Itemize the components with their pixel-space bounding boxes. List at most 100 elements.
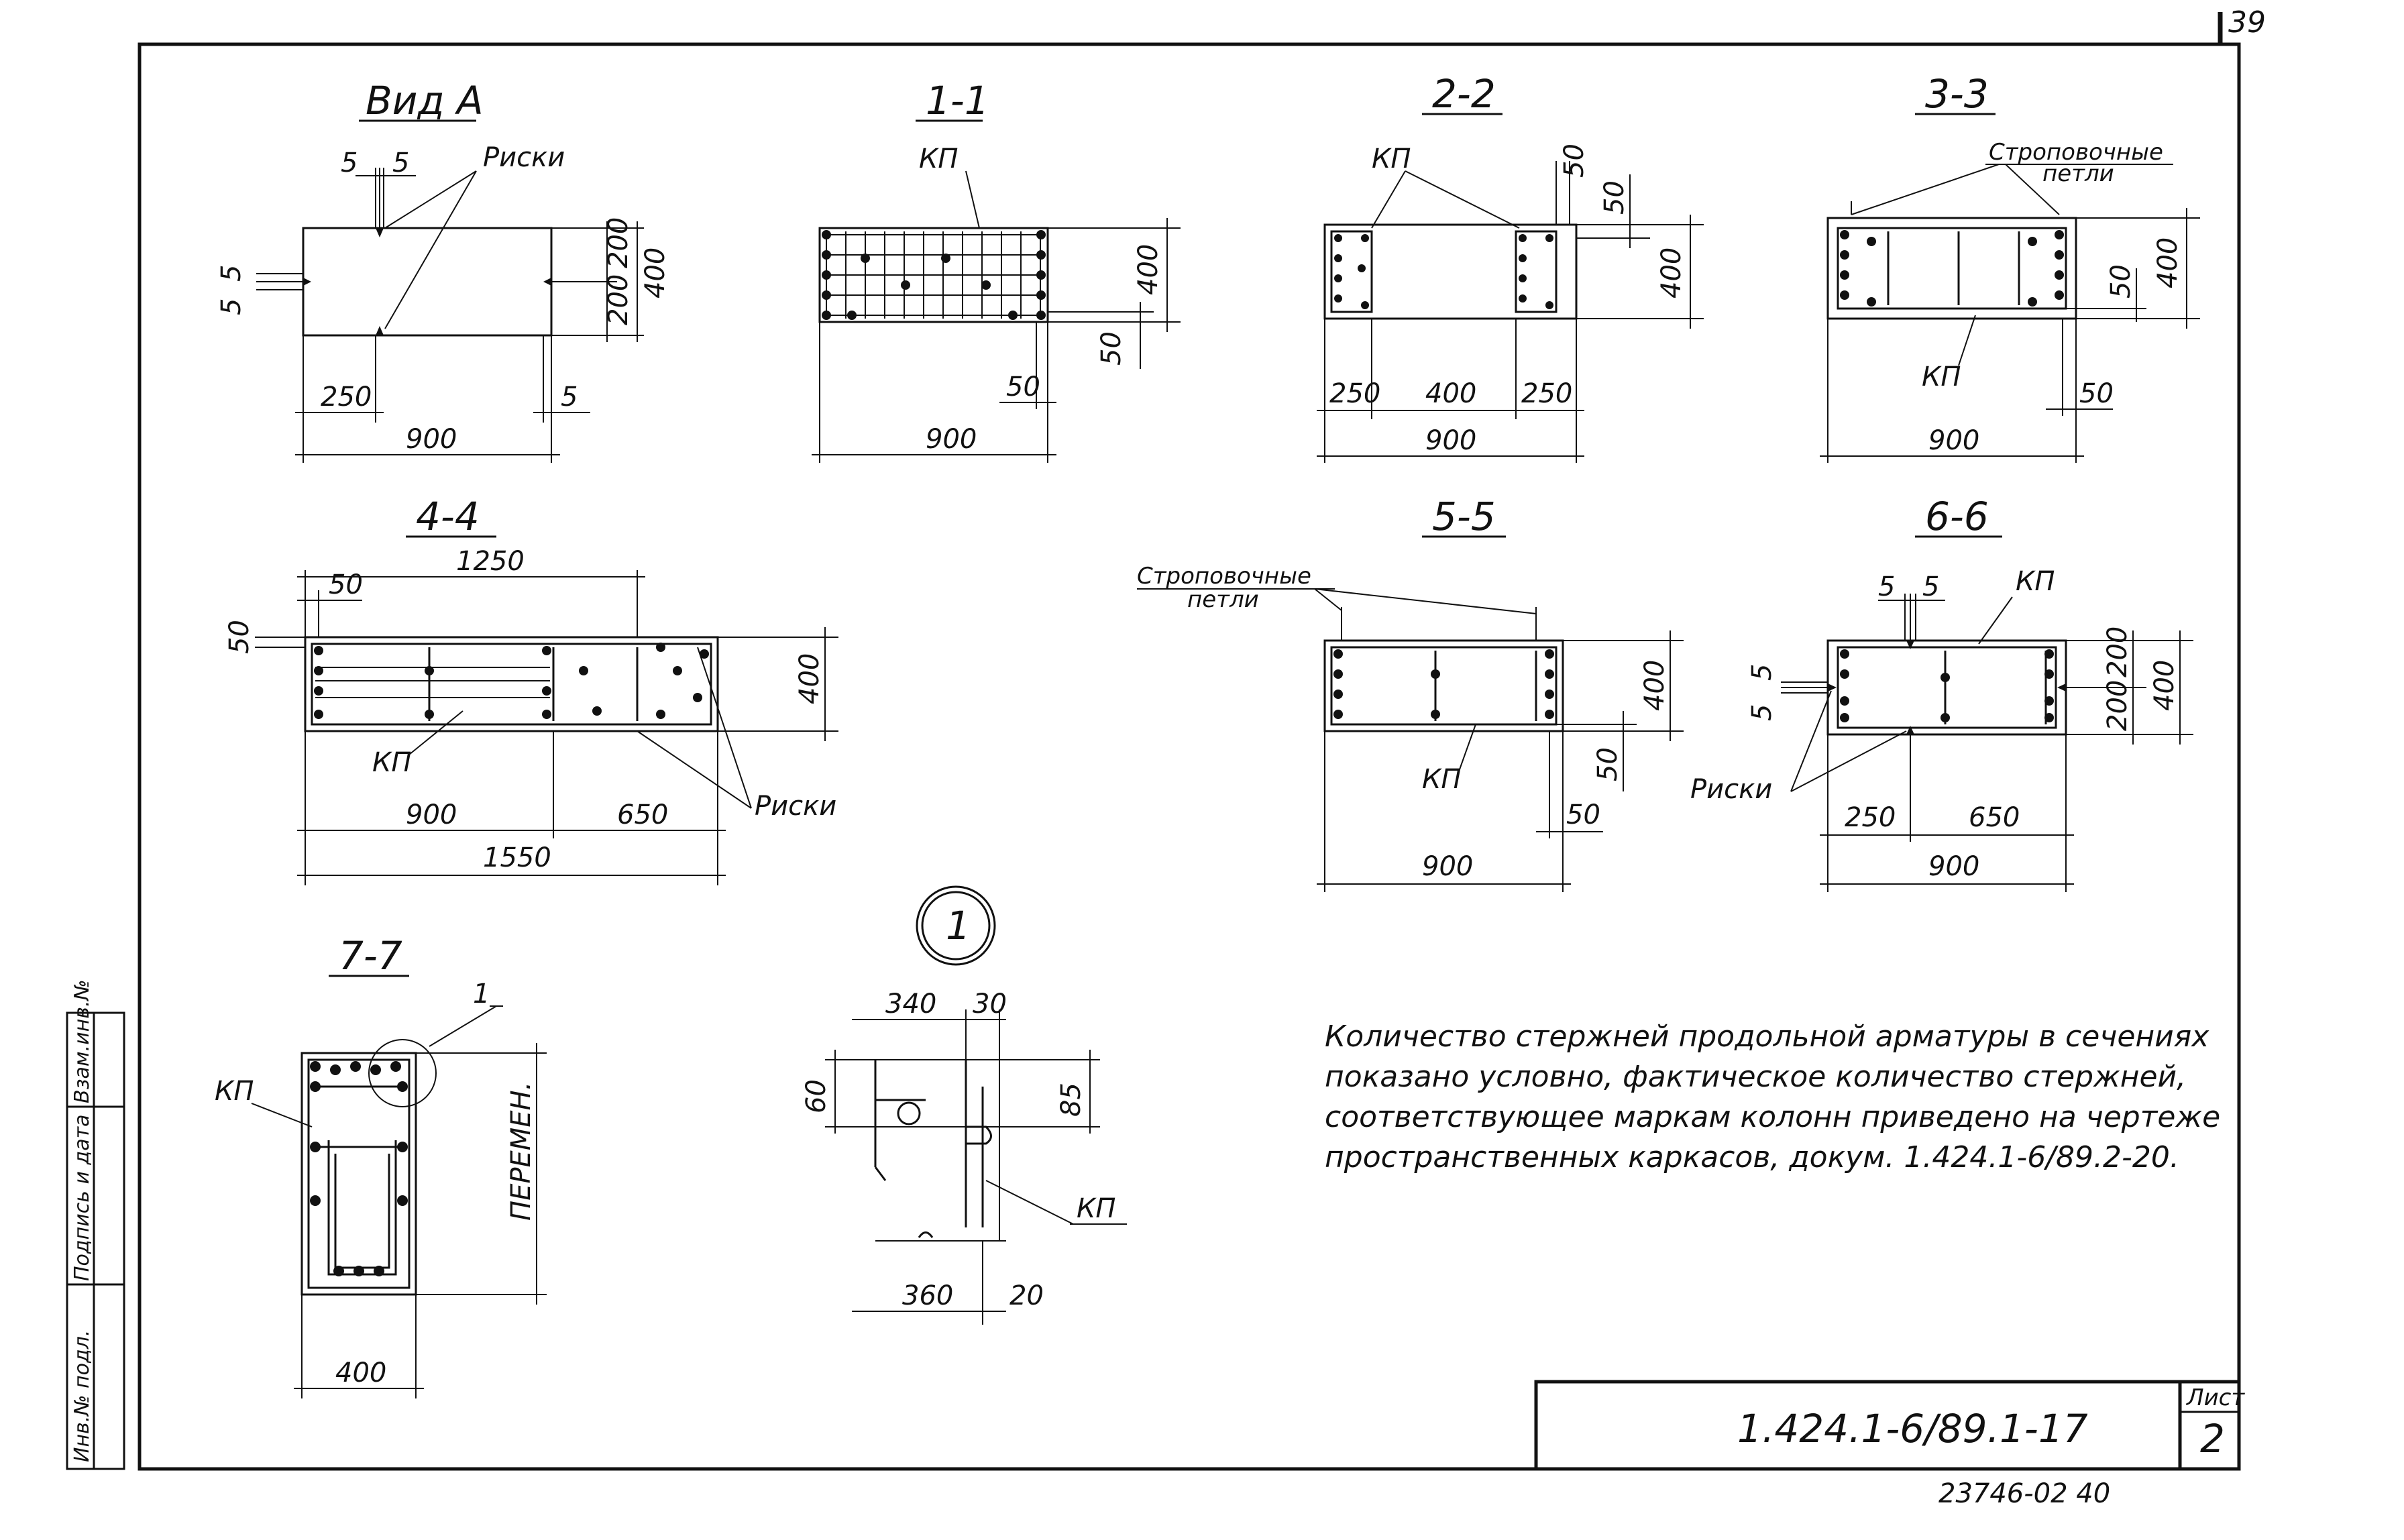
section-5-5-kp-label: КП [1422, 764, 1461, 795]
rebar-dot [425, 666, 434, 675]
rebar-dot [310, 1142, 321, 1152]
side-stamp: Взам.инв.№ Подпись и дата Инв.№ подл. [66, 979, 125, 1470]
rebar-dot [822, 311, 831, 320]
view-a-dim-200a: 200 [603, 217, 634, 268]
rebar-dot [310, 1061, 321, 1072]
rebar-dot [1333, 649, 1343, 659]
section-3-3: 3-3 Строповочные петли КП 400 50 50 900 [1820, 71, 2200, 463]
detail-1: 1 340 30 60 85 КП 360 20 [801, 885, 1127, 1325]
rebar-dot [1333, 710, 1343, 719]
title-block: 1.424.1-6/89.1-17 Лист 2 23746-02 40 [1534, 1380, 2245, 1509]
section-3-3-dim-900: 900 [1928, 425, 1979, 456]
rebar-dot [1334, 294, 1342, 302]
rebar-dot [2028, 237, 2037, 246]
rebar-dot [2055, 230, 2064, 239]
rebar-dot [1867, 297, 1876, 307]
rebar-dot [330, 1064, 341, 1075]
section-3-3-title: 3-3 [1925, 71, 1989, 117]
section-2-2-dim-50b: 50 [1599, 180, 1630, 215]
section-1-1-dim-900: 900 [926, 424, 977, 455]
rebar-dot [861, 254, 870, 263]
rebar-dot [350, 1061, 361, 1072]
rebar-dot [822, 250, 831, 260]
section-6-6-dim-5d: 5 [1747, 704, 1778, 721]
view-a-dim-400: 400 [640, 248, 671, 298]
rebar-dot [1545, 301, 1553, 309]
section-6-6-dim-200b: 200 [2102, 680, 2133, 731]
rebar-dot [397, 1081, 408, 1092]
rebar-dot [1840, 669, 1849, 679]
rebar-dot [579, 666, 588, 675]
rebar-dot [2044, 713, 2054, 722]
section-5-5-title: 5-5 [1432, 494, 1496, 539]
rebar-dot [693, 693, 702, 702]
detail-1-dim-85: 85 [1056, 1083, 1087, 1117]
detail-1-title: 1 [946, 903, 971, 948]
section-6-6-dim-5a: 5 [1878, 571, 1895, 602]
rebar-dot [901, 280, 910, 290]
section-4-4-dim-650: 650 [617, 800, 668, 830]
rebar-dot [2055, 290, 2064, 300]
section-3-3-dim-50a: 50 [2106, 264, 2136, 298]
section-2-2-kp-label: КП [1372, 144, 1411, 174]
rebar-dot [2055, 250, 2064, 260]
note-line-3: соответствующее маркам колонн приведено … [1325, 1100, 2220, 1134]
general-note: Количество стержней продольной арматуры … [1325, 1020, 2220, 1174]
rebar-dot [310, 1081, 321, 1092]
rebar-dot [2055, 270, 2064, 280]
section-2-2-dim-250a: 250 [1329, 378, 1380, 409]
note-line-1: Количество стержней продольной арматуры … [1325, 1020, 2209, 1054]
section-2-2-dim-50a: 50 [1559, 144, 1590, 178]
section-1-1-dim-400: 400 [1133, 244, 1164, 295]
detail-1-dim-60: 60 [801, 1079, 832, 1113]
section-3-3-dim-400: 400 [2152, 237, 2183, 288]
section-1-1-kp-label: КП [919, 144, 958, 174]
rebar-dot [353, 1266, 364, 1276]
rebar-dot [1840, 696, 1849, 706]
rebar-dot [1840, 649, 1849, 659]
section-5-5-dim-50b: 50 [1566, 800, 1600, 830]
detail-1-dim-340: 340 [885, 989, 936, 1020]
section-3-3-kp-label: КП [1922, 362, 1961, 392]
section-1-1-dim-50a: 50 [1096, 331, 1127, 366]
stamp-inv-podl: Инв.№ подл. [70, 1330, 94, 1462]
rebar-dot [1519, 254, 1527, 262]
rebar-dot [1840, 230, 1849, 239]
section-2-2-title: 2-2 [1432, 71, 1496, 117]
rebar-dot [1334, 234, 1342, 242]
rebar-dot [592, 706, 602, 716]
section-4-4-dim-400: 400 [794, 653, 825, 704]
rebar-dot [2028, 297, 2037, 307]
section-5-5-dim-50a: 50 [1592, 747, 1623, 781]
section-7-7-title: 7-7 [339, 933, 402, 979]
rebar-dot [1867, 237, 1876, 246]
rebar-dot [1840, 250, 1849, 260]
section-5-5-strop-1: Строповочные [1137, 563, 1311, 590]
view-a-dim-250: 250 [321, 382, 372, 412]
section-2-2: 2-2 КП 50 50 400 250 400 250 900 [1317, 71, 1704, 463]
section-4-4: 4-4 1250 50 50 400 КП Риски 900 6 [224, 494, 838, 885]
rebar-dot [1036, 270, 1046, 280]
rebar-dot [542, 646, 551, 655]
stamp-vzam: Взам.инв.№ [70, 979, 94, 1103]
rebar-dot [1840, 713, 1849, 722]
rebar-dot [2044, 696, 2054, 706]
rebar-dot [673, 666, 682, 675]
section-2-2-dim-900: 900 [1425, 425, 1476, 456]
rebar-dot [397, 1142, 408, 1152]
rebar-dot [1545, 669, 1554, 679]
rebar-dot [1840, 270, 1849, 280]
section-6-6-title: 6-6 [1925, 494, 1989, 539]
rebar-dot [1941, 713, 1950, 722]
section-4-4-dim-50a: 50 [329, 569, 363, 600]
section-6-6-dim-200a: 200 [2102, 626, 2133, 677]
rebar-dot [314, 666, 323, 675]
rebar-dot [1333, 669, 1343, 679]
rebar-dot [1358, 264, 1366, 272]
section-6-6-dim-5b: 5 [1922, 571, 1939, 602]
rebar-dot [822, 270, 831, 280]
section-6-6: 6-6 5 5 КП 5 5 Риски 200 200 400 [1690, 494, 2193, 892]
view-a-dim-5b: 5 [392, 148, 409, 178]
rebar-dot [1334, 254, 1342, 262]
